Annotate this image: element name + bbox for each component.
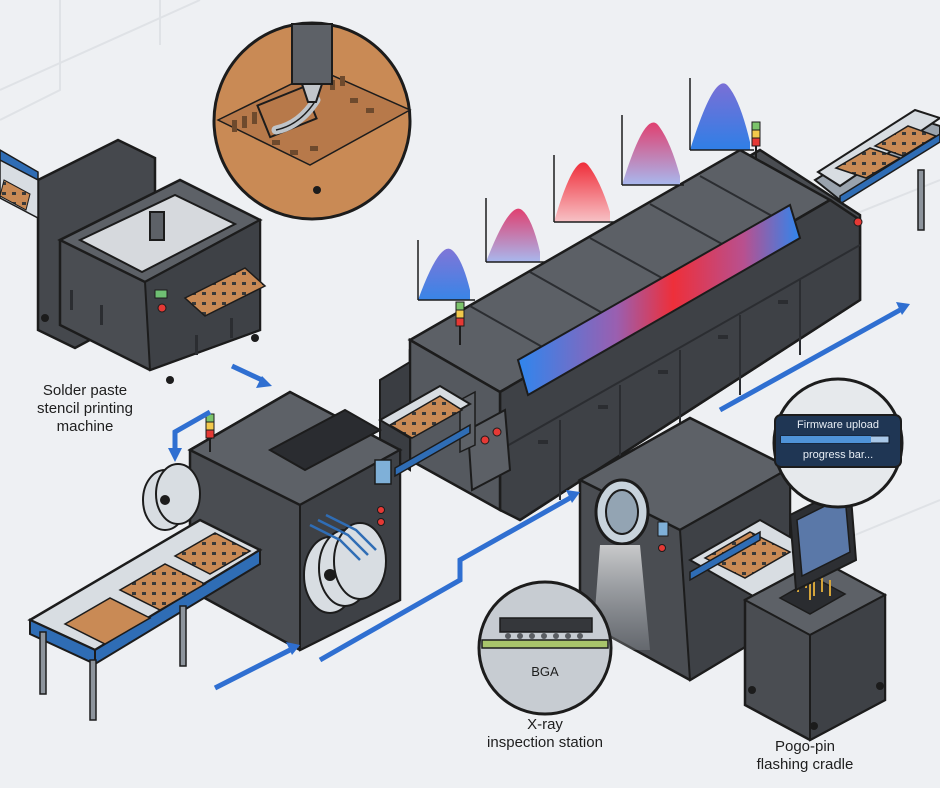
temperature-profile-icon	[417, 78, 754, 301]
firmware-progress-text: progress bar...	[802, 449, 874, 461]
pick-and-place-machine	[142, 384, 476, 652]
firmware-progress-fill	[781, 436, 871, 443]
firmware-upload-text: Firmware upload	[797, 419, 879, 431]
stack-light-icon	[205, 413, 215, 452]
label-stencil-printer: Solder paste stencil printing machine	[37, 382, 133, 435]
bga-label: BGA	[531, 664, 559, 679]
stack-light-icon	[455, 301, 465, 345]
label-xray-station: X-ray inspection station	[487, 716, 603, 751]
stencil-printer	[0, 138, 267, 384]
label-pogo-cradle: Pogo-pin flashing cradle	[756, 738, 854, 773]
flow-arrow-icon	[168, 302, 910, 691]
pogo-cradle	[742, 483, 888, 742]
exit-conveyor	[813, 108, 940, 231]
stack-light-icon	[751, 121, 761, 160]
firmware-callout	[772, 377, 904, 509]
bga-callout	[477, 580, 613, 716]
reflow-oven	[379, 121, 863, 522]
stencil-zoom-callout	[212, 21, 412, 221]
input-conveyor	[27, 518, 263, 721]
